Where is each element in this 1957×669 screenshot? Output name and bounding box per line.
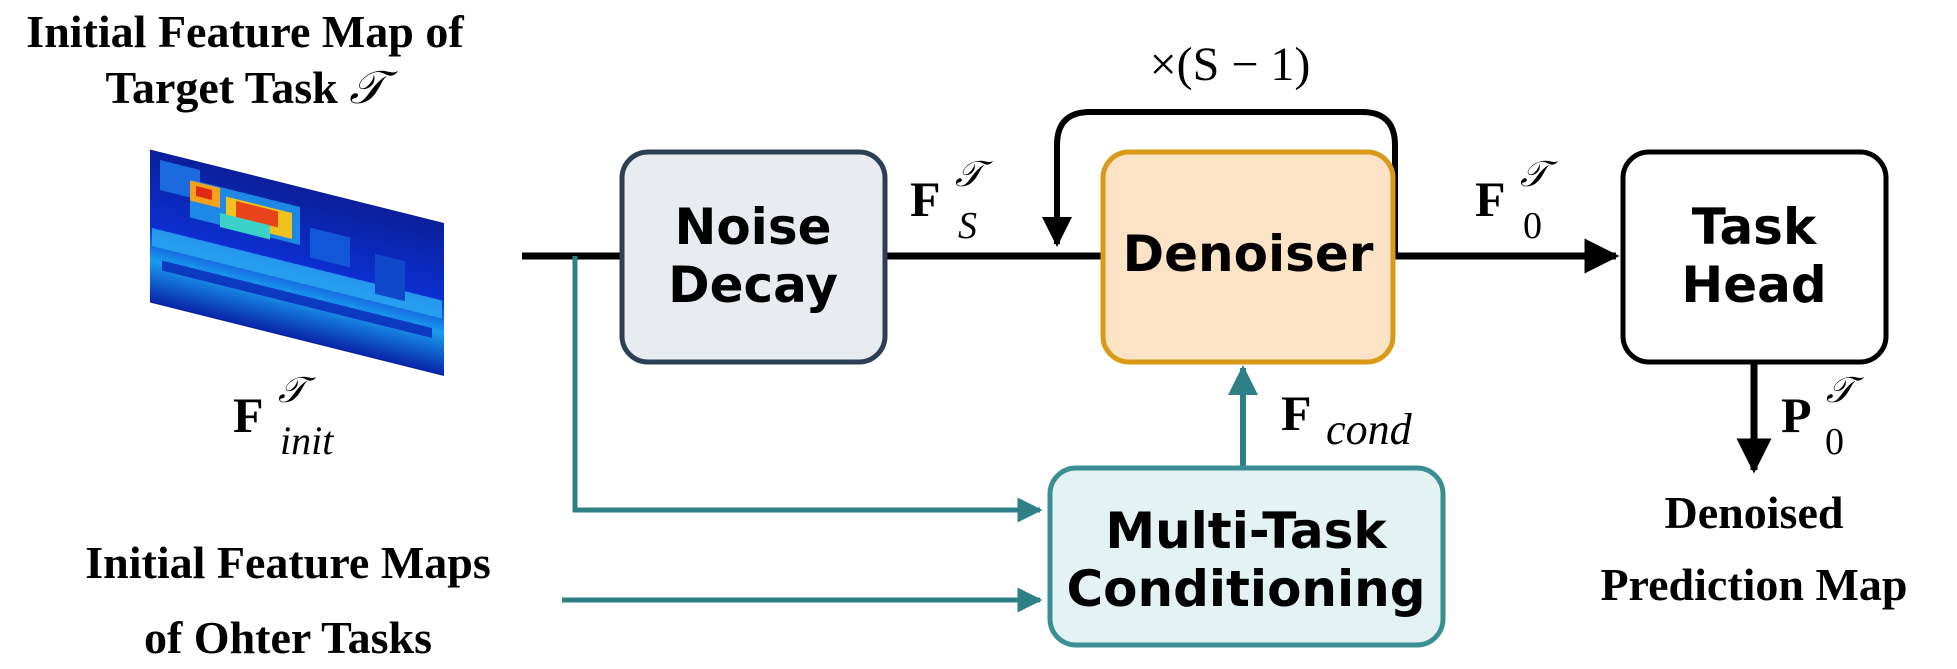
- other-maps-line1: Initial Feature Maps: [85, 537, 490, 588]
- p0-sup: 𝒯: [1826, 370, 1864, 410]
- f-init-label: F 𝒯 init: [233, 357, 334, 463]
- f-init-base: F: [233, 387, 264, 443]
- feature-map-image: [150, 149, 444, 376]
- initial-map-title-text: Target Task: [106, 62, 339, 113]
- teal-branch-arrow: [572, 256, 1043, 523]
- p0-label: P 𝒯 0: [1781, 357, 1866, 463]
- output-line1: Denoised: [1665, 487, 1844, 538]
- fs-sub: S: [958, 205, 977, 247]
- f0-base: F: [1475, 171, 1506, 227]
- fs-sup: 𝒯: [955, 154, 993, 194]
- denoiser-node: Denoiser: [1100, 149, 1396, 365]
- multi-task-line1: Multi-Task: [1105, 502, 1388, 560]
- fs-base: F: [910, 171, 941, 227]
- loop-label: ×(S − 1): [1150, 38, 1311, 91]
- initial-map-title-symbol: 𝒯: [349, 62, 398, 113]
- initial-map-title-line1: Initial Feature Map of: [26, 6, 464, 57]
- noise-decay-node: Noise Decay: [619, 149, 888, 365]
- p0-base: P: [1781, 387, 1812, 443]
- denoiser-label: Denoiser: [1123, 225, 1374, 283]
- initial-map-title-line2: Target Task 𝒯: [106, 62, 399, 113]
- fcond-label: F cond: [1281, 385, 1413, 454]
- other-maps-line2: of Ohter Tasks: [144, 612, 432, 663]
- noise-decay-line2: Decay: [668, 256, 838, 314]
- f0-sub: 0: [1523, 205, 1542, 247]
- fcond-base: F: [1281, 385, 1312, 441]
- output-line2: Prediction Map: [1600, 559, 1907, 610]
- fs-label: F 𝒯 S: [910, 141, 995, 247]
- task-head-line1: Task: [1692, 198, 1818, 256]
- fcond-sub: cond: [1326, 405, 1413, 454]
- f-init-sup: 𝒯: [278, 370, 316, 410]
- f0-label: F 𝒯 0: [1475, 141, 1560, 247]
- f-init-sub: init: [280, 418, 334, 463]
- multi-task-line2: Conditioning: [1066, 560, 1425, 618]
- loop-arrow: [1042, 109, 1398, 256]
- p0-sub: 0: [1825, 421, 1844, 463]
- f0-sup: 𝒯: [1520, 154, 1558, 194]
- noise-decay-line1: Noise: [674, 198, 831, 256]
- multi-task-node: Multi-Task Conditioning: [1047, 465, 1446, 648]
- task-head-node: Task Head: [1620, 149, 1889, 365]
- task-head-line2: Head: [1681, 256, 1826, 314]
